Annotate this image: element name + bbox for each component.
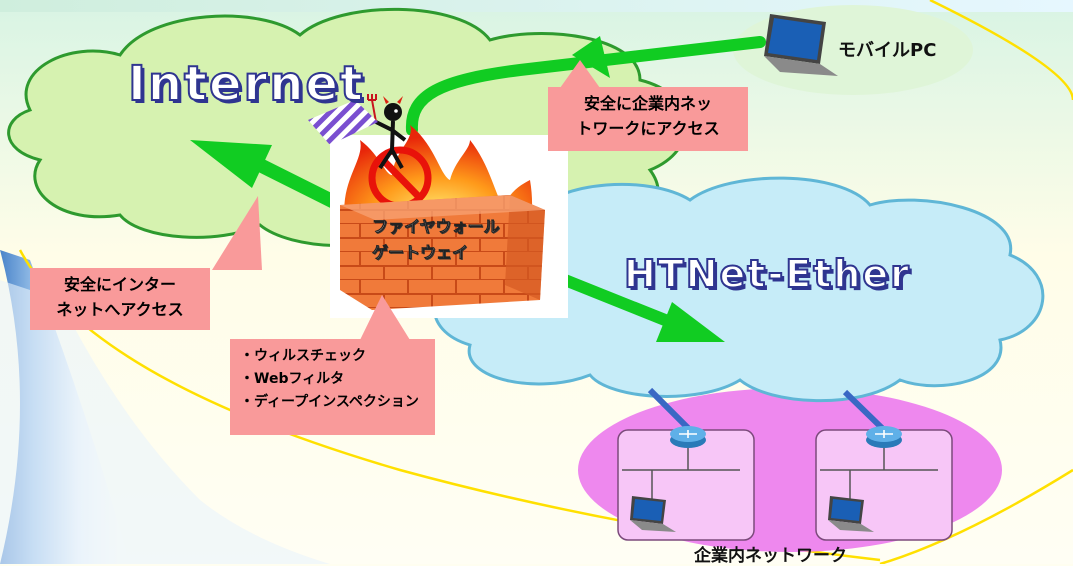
firewall-brick-wall-icon — [340, 195, 545, 310]
laptop-icon — [630, 496, 676, 532]
vpn-access-callout: 安全に企業内ネッ トワークにアクセス — [548, 87, 748, 151]
top-band — [0, 0, 1073, 12]
features-callout-pointer — [360, 295, 410, 340]
firewall-features-callout: ・ウィルスチェック ・Webフィルタ ・ディープインスペクション — [230, 339, 435, 435]
corp-network-label: 企業内ネットワーク — [694, 546, 847, 566]
firewall-label-line2: ゲートウェイ — [372, 243, 469, 263]
vpn-callout-line1: 安全に企業内ネッ — [583, 94, 712, 113]
feature-virus-check: ・ウィルスチェック — [240, 348, 366, 364]
internet-callout-pointer — [212, 196, 262, 270]
internet-label: Internet — [127, 55, 365, 113]
vpn-tunnel-arrow — [405, 36, 766, 136]
firewall-label-line1: ファイヤウォール — [372, 217, 500, 237]
ellipse-line-right — [879, 468, 1073, 564]
htnet-label: HTNet-Ether — [623, 251, 911, 297]
vpn-callout-pointer — [560, 60, 600, 88]
devil-attacker-icon — [367, 94, 407, 170]
internet-callout-line2: ネットへアクセス — [56, 300, 184, 319]
ellipse-line-upper — [929, 0, 1073, 101]
uplink-1 — [647, 387, 691, 431]
internet-access-callout: 安全にインター ネットへアクセス — [30, 268, 210, 330]
mobile-pc-label: モバイルPC — [838, 40, 937, 61]
feature-deep-inspection: ・ディープインスペクション — [240, 394, 419, 410]
vpn-callout-line2: トワークにアクセス — [576, 119, 720, 138]
attack-hatch-icon — [308, 100, 378, 145]
internet-callout-line1: 安全にインター — [63, 275, 176, 294]
htnet-cloud — [432, 176, 1045, 403]
router-icon — [866, 426, 902, 448]
laptop-icon — [764, 14, 838, 76]
router-icon — [670, 426, 706, 448]
feature-web-filter: ・Webフィルタ — [240, 371, 345, 387]
left-light-panel — [0, 280, 330, 564]
laptop-icon — [828, 496, 874, 532]
uplink-2 — [842, 389, 885, 431]
